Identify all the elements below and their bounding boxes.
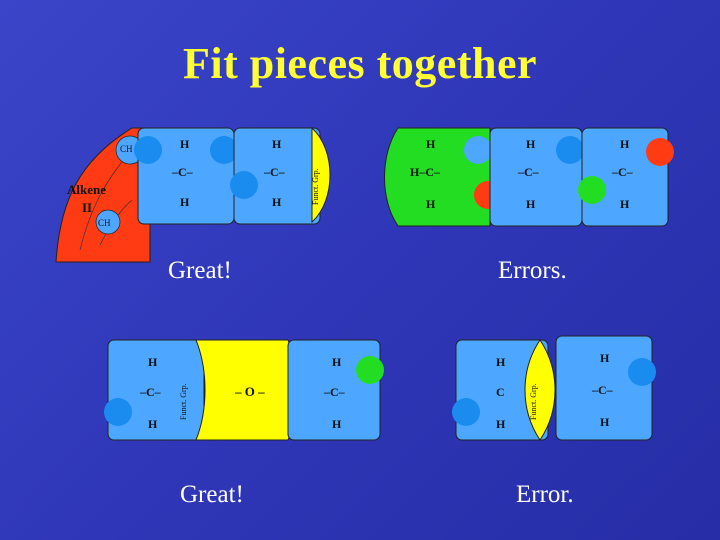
panel-top-left: CH CH CH Alkene II H –C– H H –C– H Funct… (55, 126, 331, 263)
svg-text:C: C (496, 385, 505, 399)
svg-text:H: H (620, 137, 630, 151)
caption-bottom-left: Great! (180, 481, 244, 508)
functional-group-piece (311, 126, 331, 224)
caption-top-left: Great! (168, 257, 232, 284)
svg-text:H: H (600, 415, 610, 429)
svg-text:Funct. Grp.: Funct. Grp. (311, 168, 320, 205)
panel-top-right: H H–C– H H –C– H H –C– H (384, 127, 674, 227)
svg-text:H: H (332, 417, 342, 431)
alkene-label: Alkene (67, 182, 106, 197)
svg-text:– O –: – O – (234, 384, 265, 399)
svg-text:H: H (272, 137, 282, 151)
panel-bottom-left: H –C– H Funct. Grp. – O – H –C– H (104, 339, 384, 441)
svg-text:H: H (526, 137, 536, 151)
caption-bottom-right: Error. (516, 481, 574, 508)
svg-text:–C–: –C– (517, 165, 540, 179)
svg-text:H: H (496, 417, 506, 431)
svg-text:CH: CH (98, 218, 111, 228)
svg-text:–C–: –C– (611, 165, 634, 179)
svg-text:H: H (272, 195, 282, 209)
slide-title: Fit pieces together (182, 39, 538, 88)
svg-text:H: H (600, 351, 610, 365)
svg-text:–C–: –C– (263, 165, 286, 179)
blue-piece (107, 339, 205, 441)
svg-text:–C–: –C– (323, 385, 346, 399)
svg-text:H: H (426, 197, 436, 211)
panel-bottom-right: H C H Funct. Grp. H –C– H (452, 335, 656, 441)
svg-text:H: H (148, 417, 158, 431)
svg-text:H: H (526, 197, 536, 211)
svg-text:H: H (496, 355, 506, 369)
svg-text:H: H (148, 355, 158, 369)
svg-text:Funct. Grp.: Funct. Grp. (529, 383, 538, 420)
svg-text:H: H (332, 355, 342, 369)
functional-group-piece (524, 339, 556, 441)
svg-text:CH: CH (120, 144, 133, 154)
svg-text:–C–: –C– (171, 165, 194, 179)
svg-text:H–C–: H–C– (410, 165, 441, 179)
svg-text:H: H (426, 137, 436, 151)
green-piece (384, 127, 491, 227)
svg-text:H: H (180, 195, 190, 209)
svg-text:H: H (180, 137, 190, 151)
svg-text:–C–: –C– (591, 383, 614, 397)
svg-text:Funct. Grp.: Funct. Grp. (179, 383, 188, 420)
svg-text:–C–: –C– (139, 385, 162, 399)
alkene-label-ii: II (82, 200, 92, 215)
svg-text:H: H (620, 197, 630, 211)
blue-piece (555, 335, 653, 441)
caption-top-right: Errors. (498, 257, 567, 284)
